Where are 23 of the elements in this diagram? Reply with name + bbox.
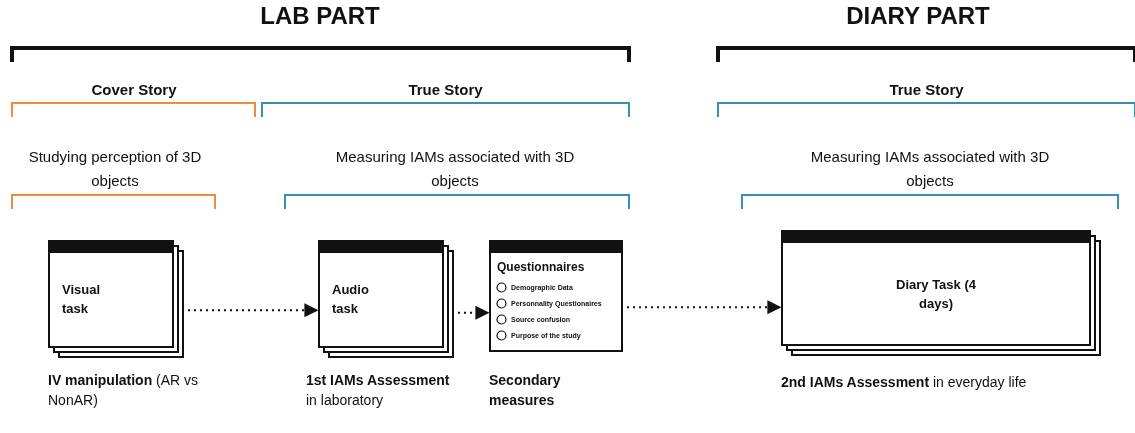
arrow [626, 300, 782, 315]
stacked-card [318, 240, 454, 358]
arrow [187, 303, 319, 318]
card-title: Audio task [332, 281, 370, 318]
caption-text: 2nd IAMs Assessment in everyday life [781, 373, 1028, 392]
description-text: Studying perception of 3D objects [27, 147, 203, 191]
card-heading: Questionnaires [497, 260, 585, 274]
arrow [457, 305, 490, 320]
section-title: DIARY PART [845, 4, 991, 28]
description-text: Measuring IAMs associated with 3D objects [334, 147, 576, 191]
stacked-card [781, 230, 1101, 356]
section-title: LAB PART [259, 4, 381, 28]
group-heading: Cover Story [90, 80, 178, 100]
caption-text: Secondary measures [489, 371, 562, 410]
caption-text: IV manipulation (AR vs NonAR) [48, 371, 200, 410]
caption-text: 1st IAMs Assessment in laboratory [306, 371, 451, 410]
questionnaire-card [489, 240, 623, 352]
description-text: Measuring IAMs associated with 3D objects [809, 147, 1051, 191]
card-title: Visual task [62, 281, 102, 318]
group-heading: True Story [407, 80, 484, 100]
group-heading: True Story [888, 80, 965, 100]
card-title: Diary Task (4 days) [895, 276, 977, 313]
stacked-card [48, 240, 184, 358]
